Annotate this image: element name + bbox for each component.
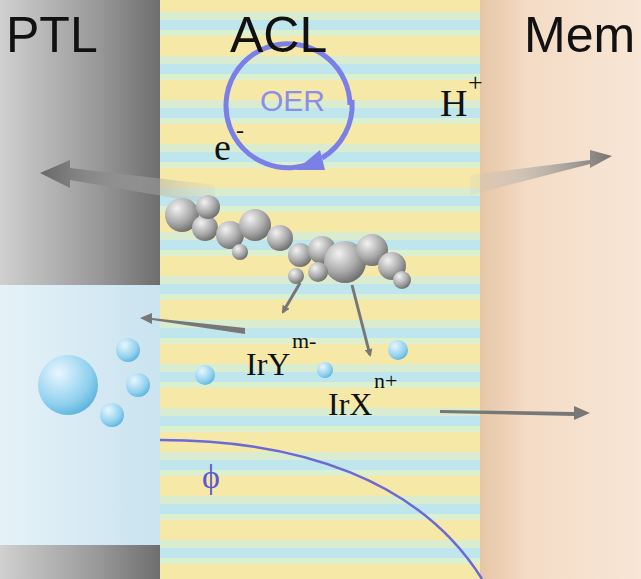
species-label: H xyxy=(440,84,467,122)
band-title: Mem xyxy=(524,6,635,64)
species-label: IrX xyxy=(328,388,372,420)
species-label: e xyxy=(214,128,231,166)
species-label: IrY xyxy=(246,348,290,380)
charge-superscript: - xyxy=(236,118,244,142)
band-title: ACL xyxy=(230,6,327,64)
potential-label: ϕ xyxy=(202,460,220,494)
reaction-label: OER xyxy=(260,86,325,116)
ptl-band: PTL xyxy=(0,0,160,579)
charge-superscript: m- xyxy=(292,330,316,352)
band-title: PTL xyxy=(6,6,98,64)
charge-superscript: n+ xyxy=(374,370,397,392)
charge-superscript: + xyxy=(468,70,483,96)
membrane-band: Mem xyxy=(480,0,641,579)
